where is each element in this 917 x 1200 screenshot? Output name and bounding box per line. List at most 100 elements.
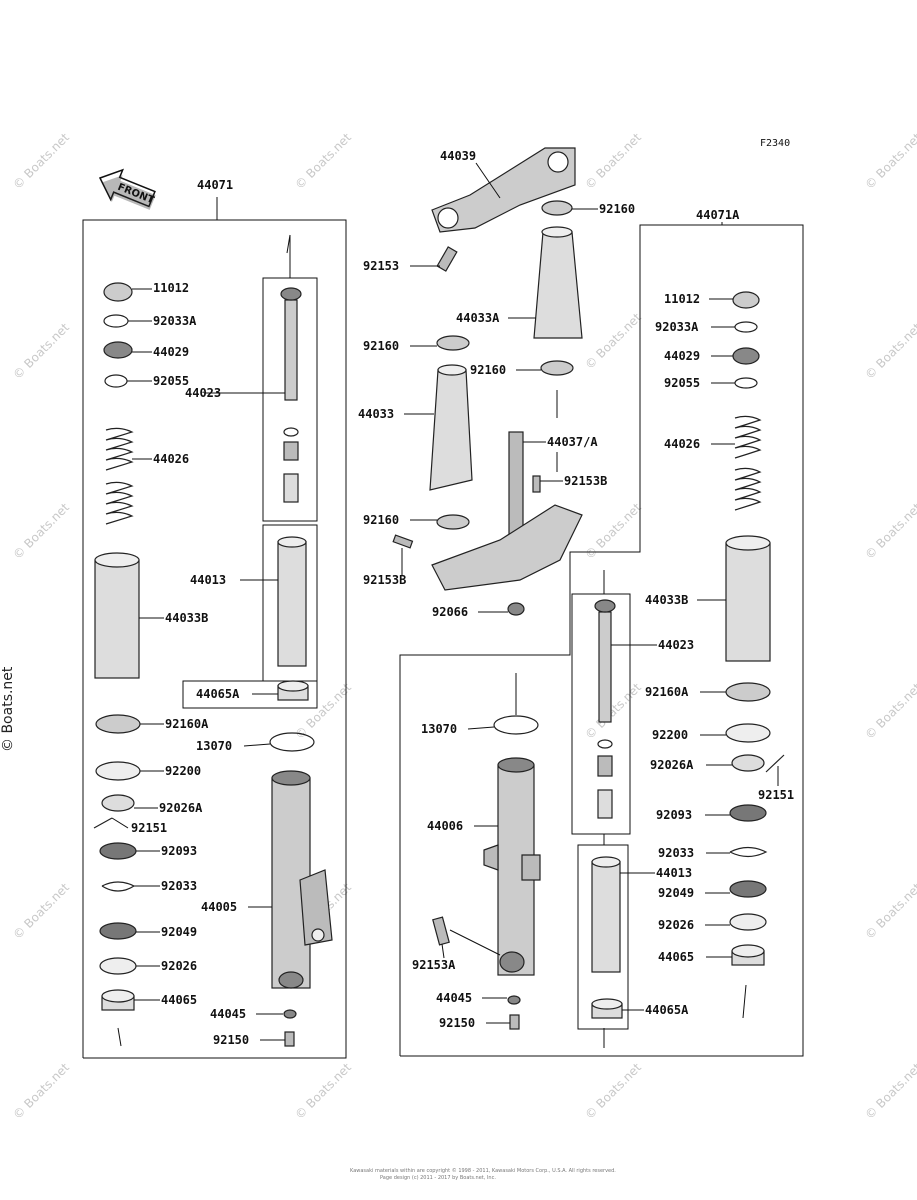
collar-92026 — [99, 957, 137, 975]
screw-92151 — [765, 754, 785, 773]
part-label: 44045 — [210, 1007, 246, 1021]
part-label: 92153A — [412, 958, 456, 972]
part-label: 44033B — [165, 611, 208, 625]
part-label: 92033 — [161, 879, 197, 893]
part-label: 44039 — [440, 149, 476, 163]
part-label: 44005 — [201, 900, 237, 914]
bushing-92049 — [729, 880, 767, 898]
seat-44065 — [101, 989, 135, 1011]
part-label: 92033A — [153, 314, 197, 328]
watermark: © Boats.net — [582, 680, 644, 742]
part-label: 44065 — [161, 993, 197, 1007]
seal-92160a — [725, 682, 771, 702]
part-label: 44029 — [664, 349, 700, 363]
spring-44026 — [734, 415, 762, 511]
screw-92151 — [93, 817, 113, 829]
washer-92200 — [725, 723, 771, 743]
stem-44037 — [431, 431, 583, 591]
clip-92033 — [101, 881, 136, 892]
part-label: 13070 — [421, 722, 457, 736]
watermark: © Boats.net — [862, 130, 917, 192]
part-label: 92049 — [161, 925, 197, 939]
part-label: 92150 — [213, 1033, 249, 1047]
watermark: © Boats.net — [862, 880, 917, 942]
bushing-92049 — [99, 922, 137, 940]
damper-rod-44023 — [594, 599, 616, 819]
watermark: © Boats.net — [862, 680, 917, 742]
part-label: 92153B — [363, 573, 406, 587]
part-label: 92160A — [645, 685, 689, 699]
seal-92160 — [436, 514, 470, 530]
inner-label: 44013 — [190, 573, 226, 587]
part-label: 92033A — [655, 320, 699, 334]
part-label: 92026A — [159, 801, 203, 815]
seat-44065a — [591, 998, 623, 1019]
left-fork-assembly: 44071 11012 92033A 44029 92055 44026 — [82, 178, 347, 1059]
collar-92026a — [731, 754, 765, 772]
part-label: 44065A — [645, 1003, 689, 1017]
left-44065a-box — [182, 680, 318, 709]
collar-92026a — [101, 794, 135, 812]
inner-label: 44023 — [185, 386, 221, 400]
collar-92026 — [729, 913, 767, 931]
part-label: 44026 — [153, 452, 189, 466]
part-label: 92151 — [758, 788, 794, 802]
watermark: © Boats.net — [10, 500, 72, 562]
part-label: 44045 — [436, 991, 472, 1005]
watermark: © Boats.net — [582, 500, 644, 562]
watermark: © Boats.net — [582, 310, 644, 372]
cylinder-44013 — [277, 536, 307, 667]
plug-44029 — [103, 341, 133, 359]
right-44013-box — [577, 844, 629, 1030]
part-label: 92055 — [664, 376, 700, 390]
bolt-92150 — [509, 1014, 520, 1030]
steering-assembly: 44039 92160 92153 44033A 92160 92160 — [358, 147, 635, 619]
seal-92160a — [95, 714, 141, 734]
watermark: © Boats.net — [10, 1060, 72, 1122]
part-label: 92151 — [131, 821, 167, 835]
part-label: 44037/A — [547, 435, 598, 449]
part-label: 92055 — [153, 374, 189, 388]
inner-label: 44065A — [196, 687, 240, 701]
part-label: 11012 — [153, 281, 189, 295]
copyright-line: Kawasaki materials within are copyright … — [350, 1167, 616, 1174]
part-label: 92160 — [470, 363, 506, 377]
bolt-92150 — [284, 1031, 295, 1047]
part-label: 44026 — [664, 437, 700, 451]
spring-44026 — [105, 427, 134, 525]
part-label: 11012 — [664, 292, 700, 306]
part-label: 92093 — [161, 844, 197, 858]
outer-tube-44005 — [271, 770, 333, 989]
part-label: 44023 — [658, 638, 694, 652]
part-label: 13070 — [196, 739, 232, 753]
part-label: 44033B — [645, 593, 688, 607]
tube-44033b — [94, 552, 140, 679]
cap-11012 — [732, 291, 760, 309]
part-label: 44006 — [427, 819, 463, 833]
watermark: © Boats.net — [862, 500, 917, 562]
seat-44065 — [731, 944, 765, 966]
ring-92033a — [734, 321, 758, 333]
part-label: 92160 — [363, 513, 399, 527]
figure-code: F2340 — [760, 138, 790, 149]
part-label: 92033 — [658, 846, 694, 860]
seal-92160 — [436, 335, 470, 351]
part-label: 92153 — [363, 259, 399, 273]
ring-92033a — [103, 314, 129, 328]
part-label: 92026 — [161, 959, 197, 973]
damper-rod-44023 — [280, 287, 302, 503]
right-group-label: 44071A — [696, 208, 740, 222]
part-label: 92160 — [363, 339, 399, 353]
side-watermark: © Boats.net — [0, 666, 16, 752]
o-ring-92055 — [104, 374, 128, 388]
bolt-92153b — [532, 475, 541, 493]
part-label: 92200 — [165, 764, 201, 778]
upper-bracket-44039 — [431, 147, 576, 233]
part-label: 92049 — [658, 886, 694, 900]
clip-92033 — [729, 846, 768, 858]
right-fork-assembly: 44071A 11012 92033A 44029 92055 44026 44… — [399, 208, 804, 1057]
cover-44033a — [533, 226, 583, 339]
part-label: 44029 — [153, 345, 189, 359]
bolt-92153 — [436, 246, 458, 272]
